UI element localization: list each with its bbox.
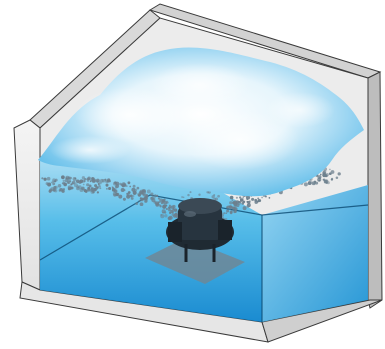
tank-svg — [0, 0, 385, 349]
tank-illustration — [0, 0, 385, 349]
